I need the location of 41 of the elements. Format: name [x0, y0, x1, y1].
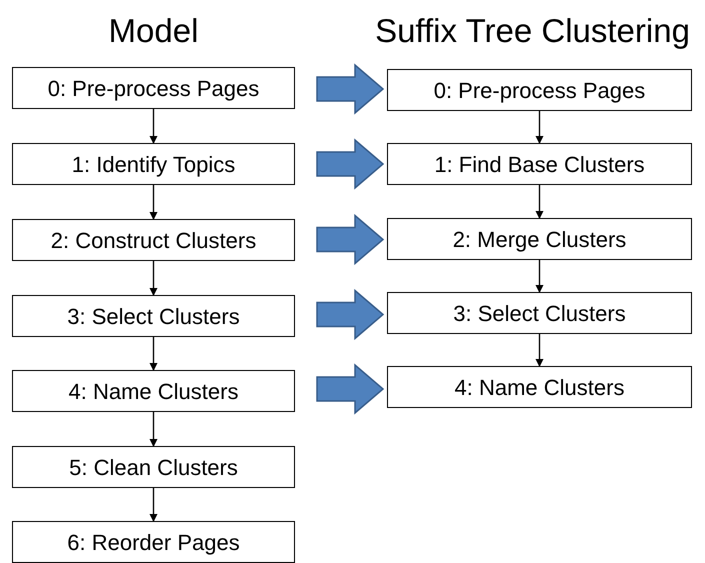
arrow [150, 412, 158, 447]
process-box [12, 295, 295, 337]
arrow [536, 111, 544, 144]
process-box [387, 218, 692, 260]
arrow [150, 185, 158, 220]
step-label: 0: Pre-process Pages [434, 76, 646, 105]
process-box [12, 370, 295, 412]
arrow [150, 337, 158, 371]
process-box [387, 366, 692, 408]
arrow [150, 261, 158, 296]
step-label: 2: Merge Clusters [452, 226, 626, 254]
arrow [150, 488, 158, 522]
block-arrow [316, 63, 384, 115]
step-label: 4: Name Clusters [454, 374, 624, 402]
step-label: 1: Identify Topics [72, 150, 236, 179]
step-label: 6: Reorder Pages [67, 528, 240, 557]
process-box [387, 69, 692, 111]
process-box [12, 67, 295, 109]
block-arrow [316, 363, 384, 415]
step-label: 0: Pre-process Pages [48, 74, 260, 103]
process-box [12, 446, 295, 488]
step-label: 2: Construct Clusters [50, 226, 256, 254]
process-box [12, 143, 295, 185]
process-box [387, 143, 692, 185]
process-box [12, 521, 295, 563]
block-arrow [316, 288, 384, 340]
arrow [536, 260, 544, 293]
arrow [536, 334, 544, 367]
process-box [12, 219, 295, 261]
step-label: 5: Clean Clusters [69, 454, 238, 482]
step-label: 3: Select Clusters [453, 300, 626, 328]
step-label: 1: Find Base Clusters [434, 150, 645, 178]
block-arrow [316, 138, 384, 190]
block-arrow [316, 214, 384, 266]
column-heading: Model [108, 11, 200, 51]
step-label: 3: Select Clusters [67, 302, 240, 330]
column-heading: Suffix Tree Clustering [374, 11, 691, 51]
process-box [387, 292, 692, 334]
arrow [536, 185, 544, 219]
step-label: 4: Name Clusters [68, 378, 238, 406]
arrow [150, 109, 158, 144]
